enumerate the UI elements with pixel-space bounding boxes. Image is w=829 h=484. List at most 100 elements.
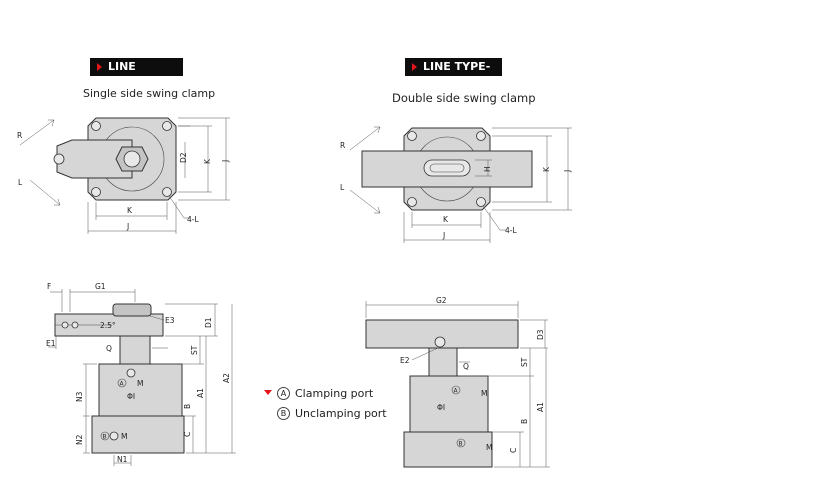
badge-line-type-d: LINE TYPE-D [405,58,502,91]
legend-clamping-symbol: A [277,386,290,400]
s-label-g1: G1 [95,282,106,291]
s-label-d2: D2 [179,152,188,163]
s-label-holes: 4-L [187,215,199,224]
s-side-body-lower [91,415,185,454]
s-label-a2: A2 [222,373,231,383]
s-r-arrowhead [48,119,55,127]
s-arm-hole [53,153,65,165]
s-label-a-m: M [137,379,143,388]
d-side-rod [428,347,458,377]
badge-d-label: LINE TYPE-D [423,60,491,91]
port-legend: A Clamping port B Unclamping port [263,383,387,423]
d-label-j-side: J [563,170,572,173]
subtitle-double-side: Double side swing clamp [392,91,536,105]
legend-clamping-label: Clamping port [295,386,374,400]
side-view-s: F G1 2.5° E3 D1 E1 Q ST N3 A M ΦI A1 A2 … [46,282,236,466]
s-l-arrow [29,179,61,206]
d-arm-slot-inner [429,163,465,173]
top-view-d: R L H K J K J 4-L [340,126,572,243]
s-label-l: L [18,178,23,187]
d-e2-leader [411,346,441,361]
d-label-r: R [340,141,345,150]
red-arrow-icon [97,63,102,71]
d-r-arrowhead [374,126,381,134]
s-label-n2: N2 [75,434,84,445]
d-side-body-lower [403,431,493,468]
subtitle-single-side: Single side swing clamp [83,87,216,100]
s-label-f: F [47,282,51,291]
s-label-a-port: A [120,381,125,388]
d-label-k-bottom: K [443,215,449,224]
d-port-b-circle [456,438,466,448]
d-label-g2: G2 [436,296,447,305]
d-mount-hole-tl [407,131,417,141]
d-label-holes: 4-L [505,226,517,235]
s-label-n1: N1 [117,455,128,464]
badge-line-type-s: LINE TYPE-S [90,58,183,91]
d-label-a-port: A [454,388,459,395]
s-label-b-m: M [121,432,127,441]
s-port-b-circle [100,431,110,441]
d-l-arrowhead [374,206,381,214]
legend-unclamping-symbol: B [277,406,290,420]
s-mount-hole-br [162,187,172,197]
s-holes-leader [168,195,185,219]
s-label-st: ST [190,345,199,355]
s-mount-hole-tr [162,121,172,131]
s-label-n3: N3 [75,391,84,402]
d-label-l: L [340,183,345,192]
s-side-rod [119,335,151,365]
s-label-c: C [183,432,192,437]
s-side-nut [112,303,152,317]
red-triangle-icon [263,388,277,398]
s-mount-hole-bl [91,187,101,197]
s-arm-bolt-1 [61,321,69,329]
d-label-c: C [509,448,518,453]
s-label-k-side: K [203,158,212,164]
d-l-arrow [349,189,381,214]
legend-spacer [263,408,277,418]
legend-unclamping-row: B Unclamping port [263,403,387,423]
d-label-b-m: M [486,443,492,452]
d-r-arrow [349,126,381,151]
d-label-st: ST [520,357,529,367]
d-holes-leader [482,205,501,231]
d-label-k-side: K [542,166,551,172]
d-label-e2: E2 [400,356,410,365]
d-label-b: B [520,419,529,424]
red-arrow-icon [412,63,417,71]
legend-unclamping-label: Unclamping port [295,406,387,420]
s-r-arrow [19,119,55,146]
s-label-k-bottom: K [127,206,133,215]
d-label-q: Q [463,362,469,371]
d-arm-slot [423,159,471,177]
d-port-a-circle [451,385,461,395]
s-arm-bolt-2 [71,321,79,329]
d-label-a-m: M [481,389,487,398]
d-label-h: H [483,166,492,172]
s-port-a-hole [126,368,136,378]
top-view-s: R L D2 K J K J 4-L [17,117,230,234]
s-label-angle: 2.5° [100,321,116,330]
s-e3-leader [149,315,165,321]
s-l-arrowhead [54,198,61,206]
d-mount-hole-tr [476,131,486,141]
s-label-b-port: B [103,434,107,441]
s-mount-hole-tl [91,121,101,131]
s-label-a1: A1 [196,388,205,398]
d-label-d3: D3 [536,329,545,340]
s-port-a-circle [117,378,127,388]
s-label-b: B [183,404,192,409]
s-clamp-arm [56,139,133,179]
s-label-r: R [17,131,22,140]
d-side-body-upper [409,375,489,433]
d-mount-hole-br [476,197,486,207]
s-label-j-bottom: J [126,222,129,231]
s-label-e1: E1 [46,339,56,348]
legend-clamping-row: A Clamping port [263,383,387,403]
d-side-arm-hole [434,336,446,348]
s-port-b-hole [109,431,119,441]
s-hex-bore [123,150,141,168]
